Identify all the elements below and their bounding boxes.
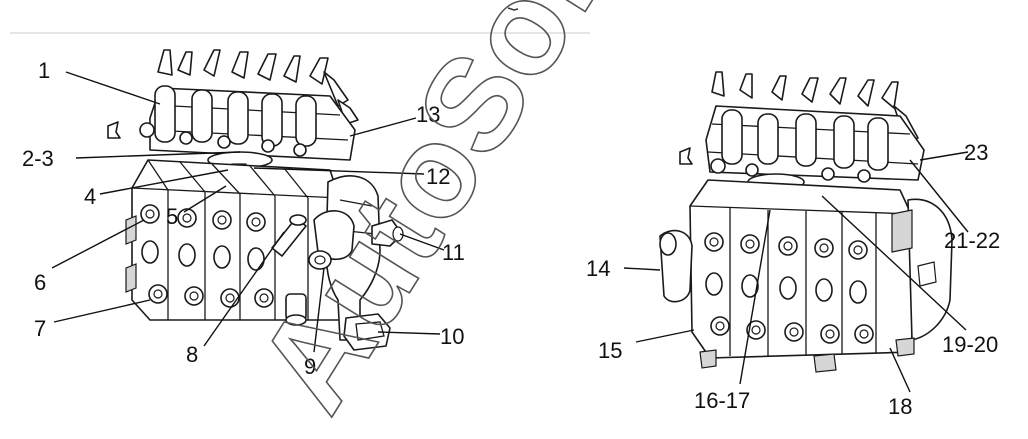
left-hex-nut xyxy=(343,313,391,351)
callout-13: 13 xyxy=(416,102,440,127)
scan-mark xyxy=(507,7,519,11)
callout-14: 14 xyxy=(586,256,610,281)
right-valve-assembly xyxy=(659,71,953,373)
left-top-rail xyxy=(149,87,356,161)
callout-1: 1 xyxy=(38,58,50,83)
callout-9: 9 xyxy=(304,354,316,379)
callout-23: 23 xyxy=(964,140,988,165)
callout-10: 10 xyxy=(440,324,464,349)
callout-2-3: 2-3 xyxy=(22,146,54,171)
callout-19-20: 19-20 xyxy=(942,332,998,357)
leader-lines xyxy=(51,71,969,393)
left-valve-assembly xyxy=(107,49,404,351)
left-cylinders xyxy=(154,85,317,147)
left-ports xyxy=(140,204,274,308)
right-ports xyxy=(704,232,874,344)
right-foot-left xyxy=(699,349,717,369)
right-tab xyxy=(679,147,693,165)
left-fitting-8 xyxy=(271,217,307,257)
left-rail-bolts xyxy=(139,122,307,157)
callout-11: 11 xyxy=(442,240,465,265)
callout-16-17: 16-17 xyxy=(694,388,750,413)
right-rail-bolts xyxy=(710,158,871,183)
callout-6: 6 xyxy=(34,270,46,295)
left-tab xyxy=(107,121,121,139)
right-cylinders xyxy=(721,109,889,171)
callout-18: 18 xyxy=(888,394,912,419)
callout-7: 7 xyxy=(34,316,46,341)
callout-4: 4 xyxy=(84,184,96,209)
right-callouts: 14 15 16-17 18 19-20 21-22 23 xyxy=(586,140,1000,419)
callout-8: 8 xyxy=(186,342,198,367)
left-side-boss xyxy=(125,215,137,245)
left-levers xyxy=(157,49,359,125)
callout-12: 12 xyxy=(426,164,450,189)
callout-5: 5 xyxy=(166,204,178,229)
left-callouts: 1 2-3 4 5 6 7 8 9 10 11 12 13 xyxy=(22,58,465,379)
callout-15: 15 xyxy=(598,338,622,363)
right-foot-mid xyxy=(813,353,837,373)
callout-21-22: 21-22 xyxy=(944,228,1000,253)
